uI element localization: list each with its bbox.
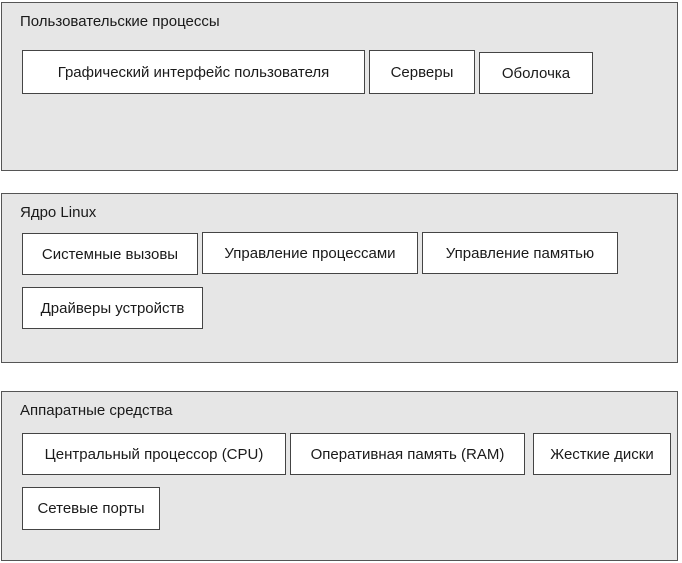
- gui-box: Графический интерфейс пользователя: [22, 50, 365, 94]
- hardware-layer: Аппаратные средства Центральный процессо…: [1, 391, 678, 561]
- shell-box: Оболочка: [479, 52, 593, 94]
- ram-box: Оперативная память (RAM): [290, 433, 525, 475]
- hard-disks-box: Жесткие диски: [533, 433, 671, 475]
- cpu-box: Центральный процессор (CPU): [22, 433, 286, 475]
- memory-management-box: Управление памятью: [422, 232, 618, 274]
- network-ports-box: Сетевые порты: [22, 487, 160, 530]
- device-drivers-box: Драйверы устройств: [22, 287, 203, 329]
- layer-title: Ядро Linux: [20, 204, 97, 221]
- system-calls-box: Системные вызовы: [22, 233, 198, 275]
- user-processes-layer: Пользовательские процессы Графический ин…: [1, 2, 678, 171]
- linux-kernel-layer: Ядро Linux Системные вызовы Управление п…: [1, 193, 678, 363]
- servers-box: Серверы: [369, 50, 475, 94]
- process-management-box: Управление процессами: [202, 232, 418, 274]
- layer-title: Аппаратные средства: [20, 402, 173, 419]
- layer-title: Пользовательские процессы: [20, 13, 220, 30]
